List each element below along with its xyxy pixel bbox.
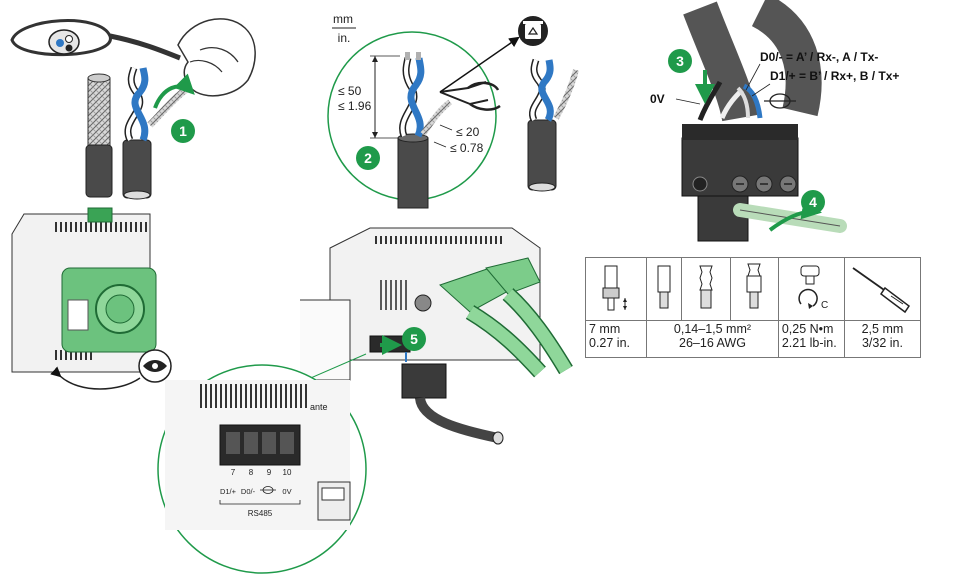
wire-ferrule-cell (730, 257, 779, 321)
pin-9: 9 (267, 468, 272, 477)
screwdriver-cell (843, 257, 922, 321)
bus-label-rs485: RS485 (248, 509, 273, 518)
strip-length-values: 7 mm 0.27 in. (584, 320, 648, 358)
svg-text:C: C (821, 300, 828, 311)
torque-cell: C (777, 257, 845, 321)
solid-wire-icon (657, 265, 671, 308)
label-0v: 0V (650, 92, 665, 106)
screwdriver-icon (852, 266, 911, 313)
shield-ground-icon (764, 93, 796, 109)
braid-shield (87, 77, 111, 149)
step-5-badge: 5 (402, 327, 426, 351)
torque-screw-icon: C (798, 265, 829, 311)
meter-module (11, 207, 172, 390)
step2-strip-lengths: mm in. ≤ 50 ≤ 1.96 ≤ 20 ≤ 0.78 (327, 12, 579, 209)
strip-length-cell (584, 257, 648, 321)
svg-text:3: 3 (676, 53, 684, 69)
svg-text:4: 4 (809, 194, 817, 210)
svg-text:1: 1 (179, 123, 187, 139)
ferrule-icon (602, 265, 628, 310)
pin-8: 8 (249, 468, 254, 477)
step-4-badge: 4 (801, 190, 825, 214)
conductor-length-in: ≤ 0.78 (450, 141, 484, 155)
step-3-badge: 3 (668, 49, 692, 73)
signal-d0: D0/- (241, 487, 256, 496)
label-d0: D0/- = A’ / Rx-, A / Tx- (760, 50, 878, 64)
cable-section-icon (48, 29, 80, 55)
insulated-ferrule-icon (746, 263, 762, 308)
module-connector (87, 207, 113, 223)
conductor-length-mm: ≤ 20 (456, 125, 480, 139)
wire-solid-cell (646, 257, 682, 321)
sheath-length-in: ≤ 1.96 (338, 99, 372, 113)
torque-values: 0,25 N•m 2.21 lb-in. (777, 320, 845, 358)
step1-cable-prep: 1 (10, 18, 256, 200)
unit-in: in. (338, 31, 351, 45)
step3-terminal-wiring: 3 4 0V D0/- = A’ / Rx-, A / Tx- D1/+ = B… (650, 0, 899, 242)
wiring-specs-table: C 7 mm 0.27 in. 0,14–1,5 mm² 26–16 AWG 0… (584, 257, 922, 358)
step5-connector-insertion: 5 (259, 227, 573, 445)
recycle-bin-icon (518, 16, 548, 46)
connector-detail-zoom: 7 8 9 10 D1/+ D0/- 0V RS485 ante (157, 364, 367, 574)
eye-icon (138, 349, 172, 383)
pin-7: 7 (231, 468, 236, 477)
rs485-plug (401, 363, 447, 399)
wire-size-values: 0,14–1,5 mm² 26–16 AWG (646, 320, 779, 358)
shield-symbol-zoom (260, 486, 276, 494)
svg-text:2: 2 (364, 150, 372, 166)
signal-d1: D1/+ (220, 487, 237, 496)
signal-0v: 0V (282, 487, 291, 496)
unit-mm: mm (333, 12, 353, 26)
label-d1: D1/+ = B’ / Rx+, B / Tx+ (770, 69, 899, 83)
pin-10: 10 (283, 468, 292, 477)
step-1-badge: 1 (171, 119, 195, 143)
partial-label: ante (310, 402, 328, 412)
stranded-wire-icon (699, 265, 713, 308)
wire-stranded-cell (680, 257, 732, 321)
sheath-length-mm: ≤ 50 (338, 84, 362, 98)
svg-text:5: 5 (410, 331, 418, 347)
hand-illustration (177, 18, 256, 97)
screwdriver-values: 2,5 mm 3/32 in. (843, 320, 922, 358)
step-2-badge: 2 (356, 146, 380, 170)
